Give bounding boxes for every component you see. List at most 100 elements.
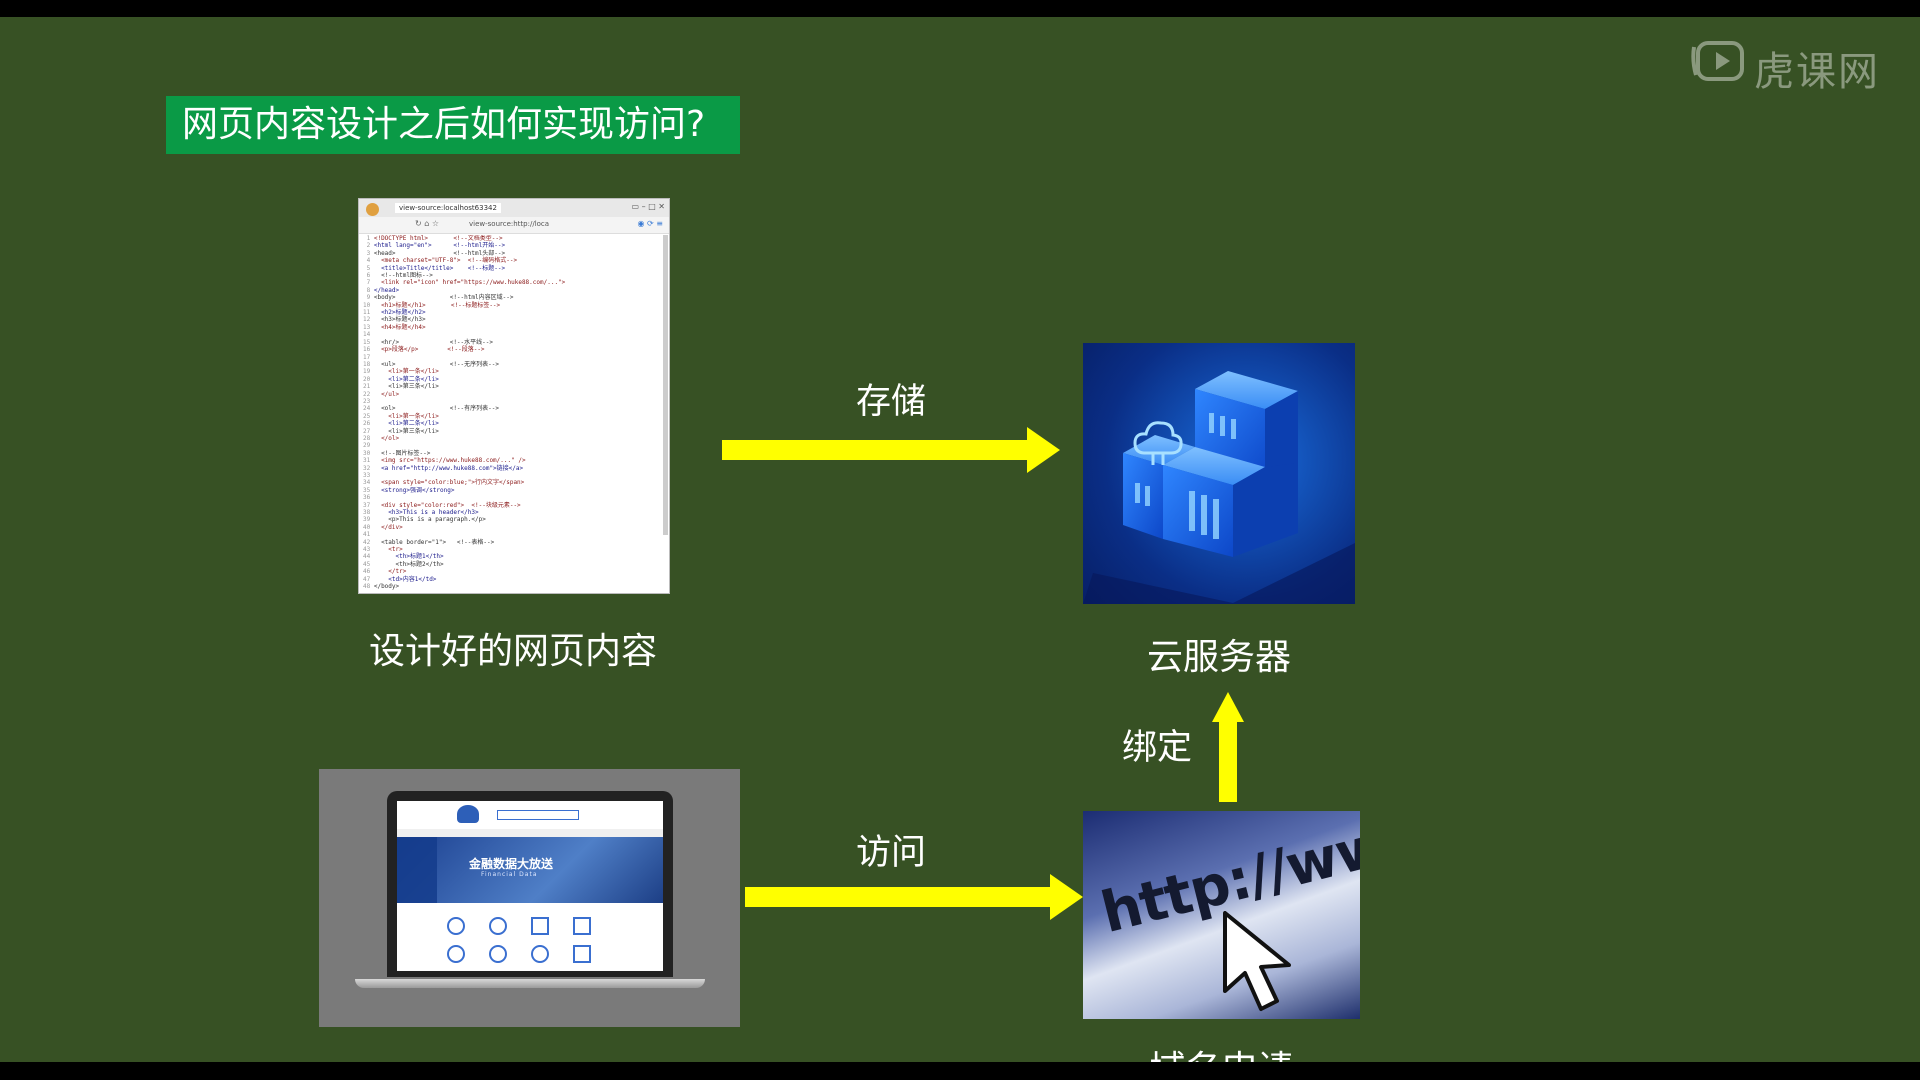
code-text: <li>第二条</li> [373, 420, 439, 428]
code-line: 42 <table border="1"> <!--表格--> [363, 539, 661, 546]
code-line: 11 <h2>标题</h2> [363, 309, 661, 316]
line-number: 30 [363, 449, 374, 457]
line-number: 37 [363, 501, 374, 509]
line-number: 4 [363, 257, 374, 265]
code-line: 25 <li>第一条</li> [363, 413, 661, 420]
arrow-label-store: 存储 [856, 382, 927, 422]
code-text: <meta charset="UTF-8"> <!--编码格式--> [373, 257, 518, 265]
code-line: 29 [363, 442, 661, 449]
code-line: 20 <li>第二条</li> [363, 376, 661, 383]
code-line: 39 <p>This is a paragraph.</p> [363, 516, 661, 523]
arrow-label-bind: 绑定 [1122, 728, 1193, 768]
line-number: 38 [363, 509, 374, 517]
label-webpage: 设计好的网页内容 [368, 631, 657, 672]
window-controls[interactable]: ▭ – □ ✕ [631, 202, 665, 211]
site-search-input[interactable] [497, 810, 579, 820]
code-line: 33 [363, 472, 661, 479]
line-number: 19 [363, 368, 374, 376]
line-number: 45 [363, 560, 374, 568]
code-text: </ol> [373, 434, 400, 442]
line-number: 3 [363, 249, 374, 257]
watermark-logo: 虎课网 [1690, 37, 1905, 95]
code-line: 30 <!--图片标签--> [363, 450, 661, 457]
code-text: <!--html图标--> [373, 272, 433, 280]
line-number: 42 [363, 538, 374, 546]
line-number: 26 [363, 420, 374, 428]
code-line: 28 </ol> [363, 435, 661, 442]
code-line: 15 <hr/> <!--水平线--> [363, 339, 661, 346]
line-number: 35 [363, 486, 374, 494]
code-text: <tr> [373, 546, 403, 554]
line-number: 44 [363, 553, 374, 561]
line-number: 34 [363, 479, 374, 487]
cloud-server-image [1083, 343, 1355, 604]
watermark-text: 虎课网 [1754, 49, 1880, 95]
code-line: 43 <tr> [363, 546, 661, 553]
code-line: 35 <strong>强调</strong> [363, 487, 661, 494]
code-text: <div style="color:red"> <!--块级元素--> [373, 501, 521, 509]
site-header [397, 801, 663, 829]
code-text: <td>内容1</td> [373, 575, 437, 583]
code-text: <h3>This is a header</h3> [373, 509, 479, 517]
scrollbar[interactable] [663, 235, 668, 535]
code-line: 45 <th>标题2</th> [363, 561, 661, 568]
line-number: 10 [363, 301, 374, 309]
code-text: <h1>标题</h1> <!--标题标签--> [373, 301, 501, 309]
code-text: <h3>标题</h3> [373, 316, 426, 324]
site-logo-icon [457, 805, 479, 823]
code-text: <th>标题2</th> [373, 560, 444, 568]
line-number: 39 [363, 516, 374, 524]
code-text: <head> <!--html头部--> [373, 249, 506, 257]
line-number: 24 [363, 405, 374, 413]
code-text: <h2>标题</h2> [373, 309, 426, 317]
code-line: 14 [363, 331, 661, 338]
code-line: 19 <li>第一条</li> [363, 368, 661, 375]
code-text: <a href="http://www.huke88.com">链接</a> [373, 464, 524, 472]
line-number: 7 [363, 279, 374, 287]
line-number: 15 [363, 338, 374, 346]
code-text: <title>Title</title> <!--标题--> [373, 264, 506, 272]
huke-logo-icon [1691, 41, 1744, 81]
code-line: 23 [363, 398, 661, 405]
line-number: 21 [363, 383, 374, 391]
code-line: 6 <!--html图标--> [363, 272, 661, 279]
line-number: 46 [363, 568, 374, 576]
line-number: 33 [363, 472, 374, 479]
nav-icons[interactable]: ↻ ⌂ ☆ [415, 219, 440, 228]
code-line: 40 </div> [363, 524, 661, 531]
code-text: <p>This is a paragraph.</p> [373, 516, 486, 524]
banner-title: 金融数据大放送 [469, 857, 554, 871]
code-text: <strong>强调</strong> [373, 486, 455, 494]
code-text: <p>段落</p> <!--段落--> [373, 346, 485, 354]
arrow-label-visit: 访问 [856, 833, 927, 873]
line-number: 6 [363, 272, 374, 280]
site-banner: 金融数据大放送 Financial Data [397, 837, 663, 903]
code-line: 44 <th>标题1</th> [363, 553, 661, 560]
line-number: 18 [363, 360, 374, 368]
code-line: 21 <li>第三条</li> [363, 383, 661, 390]
slide: 虎课网 网页内容设计之后如何实现访问? view-source:localhos… [0, 17, 1920, 1062]
code-line: 16 <p>段落</p> <!--段落--> [363, 346, 661, 353]
code-line: 24 <ol> <!--有序列表--> [363, 405, 661, 412]
browser-tool-icons[interactable]: ◉ ⟳ ≡ [637, 219, 663, 228]
code-text: <li>第一条</li> [373, 368, 439, 376]
label-cloud-server: 云服务器 [1146, 637, 1291, 678]
code-line: 47 <td>内容1</td> [363, 576, 661, 583]
code-text: </ul> [373, 390, 400, 398]
cursor-arrow-icon [1223, 911, 1291, 1011]
line-number: 36 [363, 494, 374, 502]
browser-tabbar: view-source:localhost63342 ▭ – □ ✕ [359, 199, 669, 217]
browser-tab-title[interactable]: view-source:localhost63342 [395, 203, 501, 213]
code-line: 7 <link rel="icon" href="https://www.huk… [363, 279, 661, 286]
code-text: <li>第二条</li> [373, 375, 439, 383]
code-line: 12 <h3>标题</h3> [363, 316, 661, 323]
banner-subtitle: Financial Data [481, 871, 538, 878]
line-number: 25 [363, 412, 374, 420]
code-text: <span style="color:blue;">行内文字</span> [373, 479, 525, 487]
code-line: 32 <a href="http://www.huke88.com">链接</a… [363, 465, 661, 472]
code-line: 46 </tr> [363, 568, 661, 575]
code-text: </tr> [373, 568, 407, 576]
code-line: 22 </ul> [363, 391, 661, 398]
laptop-screen: 金融数据大放送 Financial Data [397, 801, 663, 971]
address-field[interactable]: view-source:http://loca [469, 220, 550, 228]
